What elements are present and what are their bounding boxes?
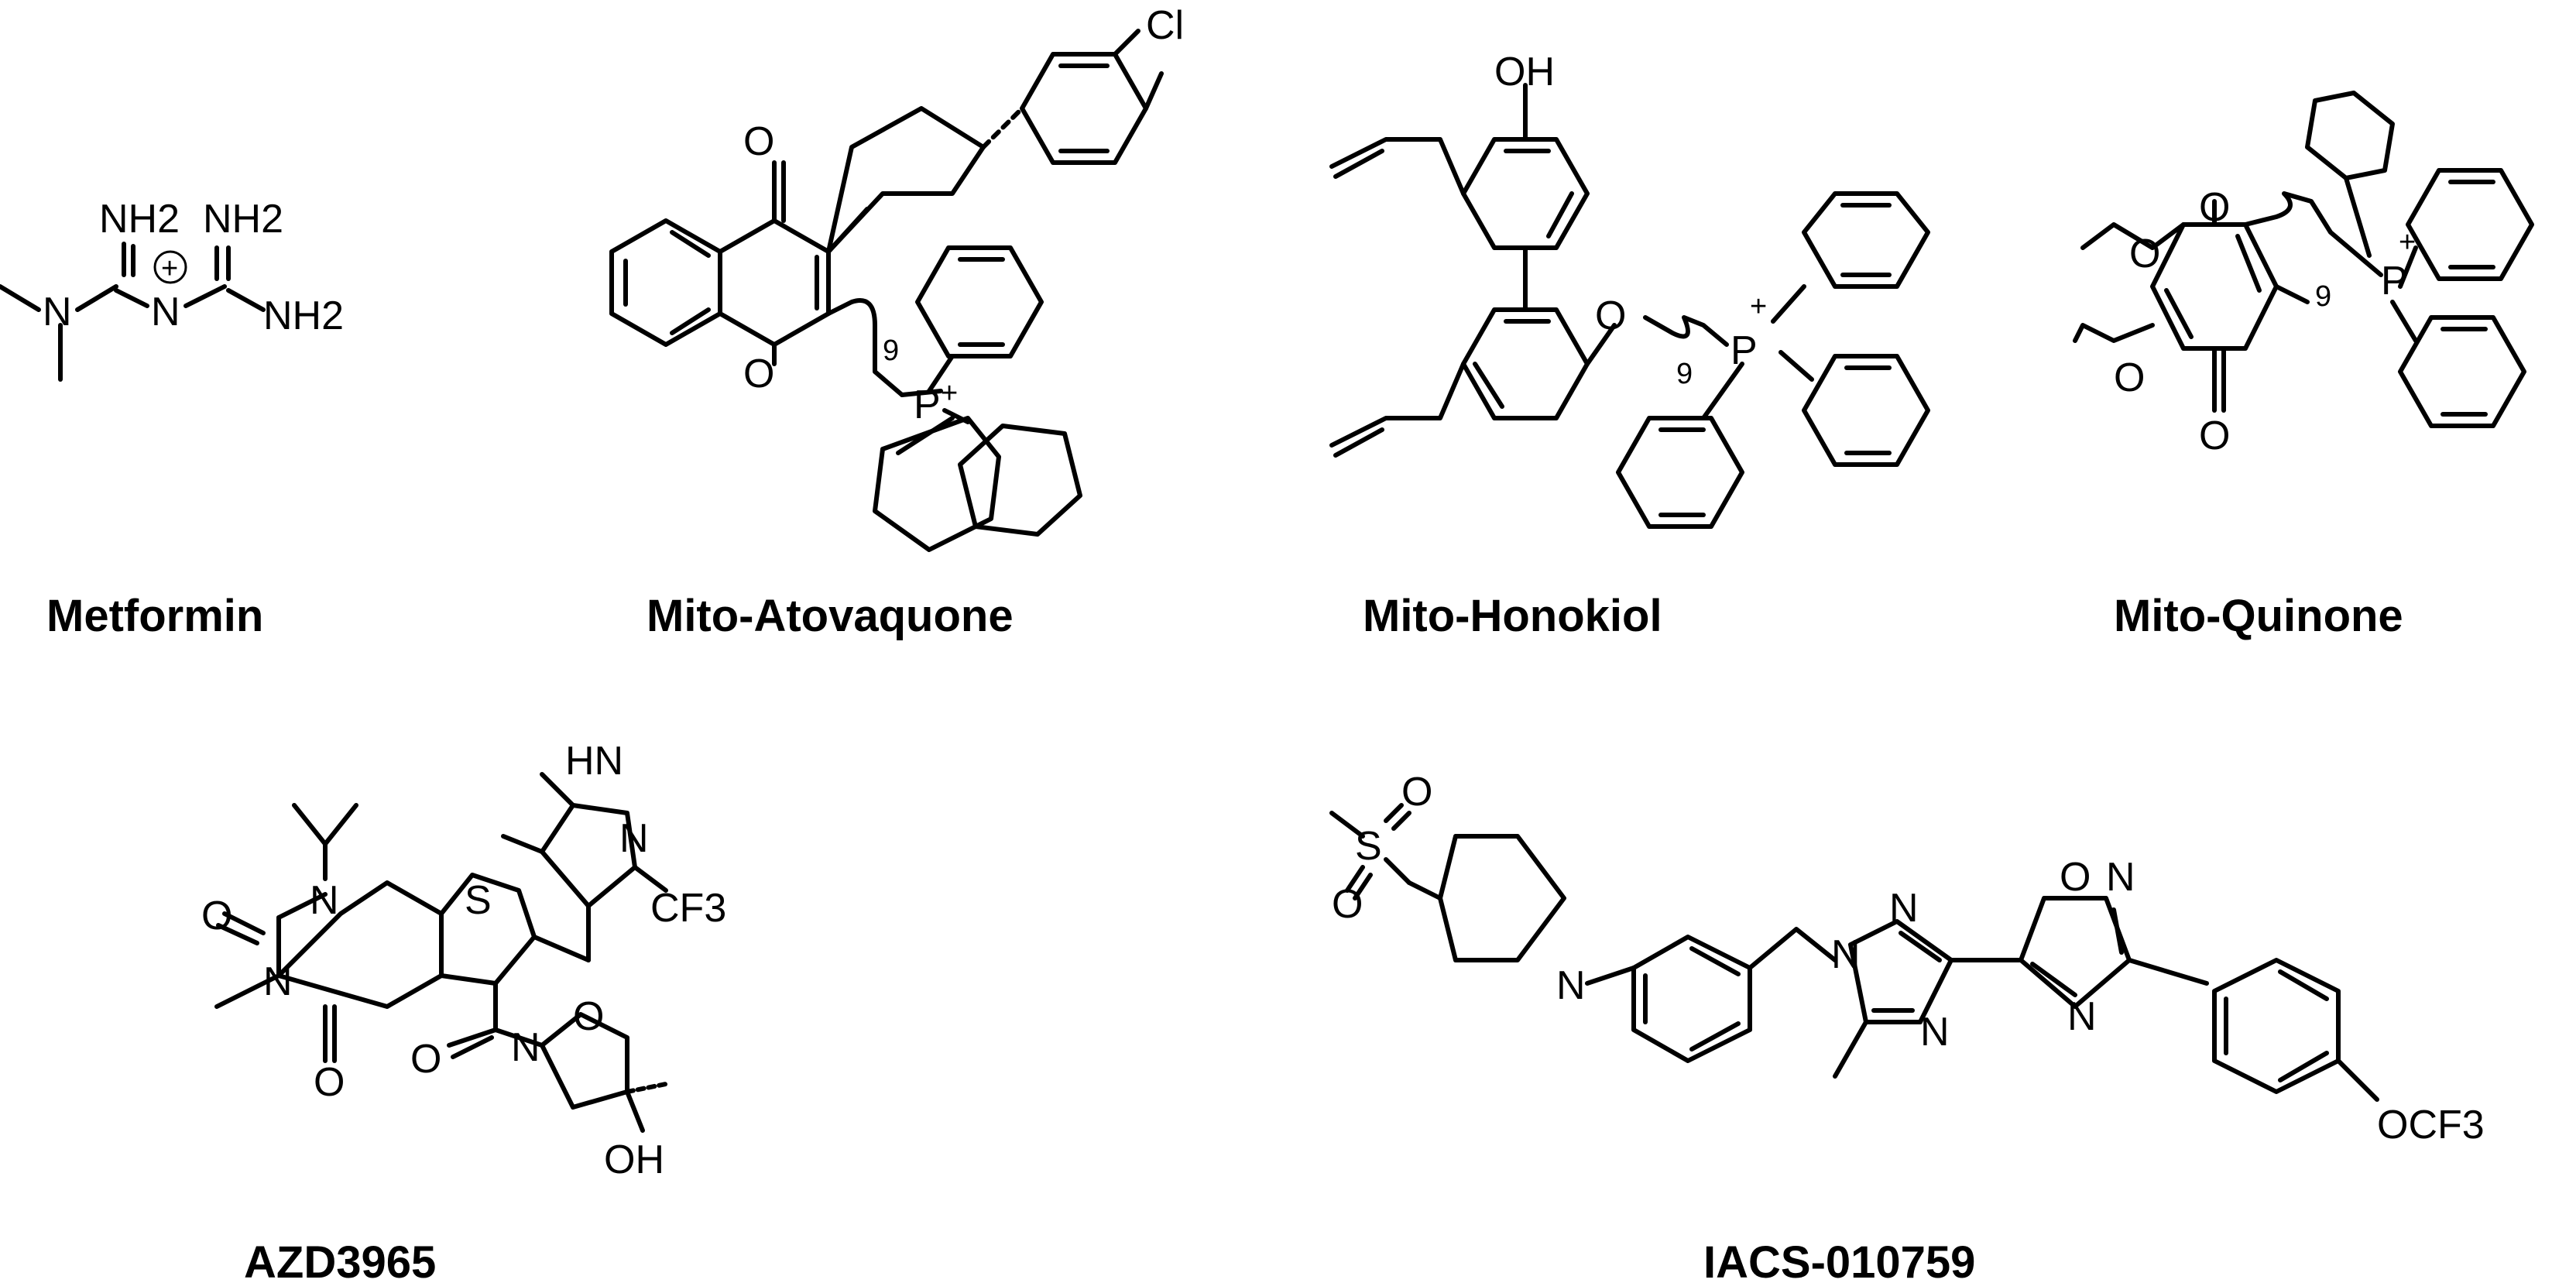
iacs-010759-n-oxadiazole-2: N: [2067, 994, 2097, 1039]
compound-mito-atovaquone: Cl O O 9 P + Mito-Atovaquone: [609, 3, 1184, 641]
mito-atovaquone-o-top: O: [743, 119, 774, 164]
compound-iacs-010759: S O O N N N N O N N OCF3 IACS-010759: [1329, 770, 2485, 1283]
mito-atovaquone-bonds: [609, 29, 1164, 552]
metformin-charge-circle: [153, 250, 187, 284]
compound-metformin: N NH2 NH2 + N NH2 Metformin: [0, 197, 344, 641]
compound-mito-quinone: O O O O 9 P + Mito-Quinone: [2073, 91, 2534, 641]
mito-atovaquone-o-bottom: O: [743, 352, 774, 396]
azd3965-bonds: [214, 772, 668, 1133]
compound-azd3965: HN N CF3 S N N O O O N O OH AZD3965: [201, 739, 726, 1283]
mito-honokiol-bonds: [1329, 83, 1930, 529]
mito-atovaquone-caption: Mito-Atovaquone: [647, 591, 1014, 641]
mito-honokiol-chain-count: 9: [1676, 358, 1693, 390]
azd3965-o-keto: O: [314, 1060, 345, 1105]
iacs-010759-n-triazole-1: N: [1831, 932, 1861, 977]
azd3965-n-pyrazole: N: [619, 816, 649, 861]
mito-quinone-o-bottom: O: [2199, 413, 2230, 458]
iacs-010759-n-triazole-2: N: [1889, 886, 1919, 931]
azd3965-hn: HN: [565, 739, 623, 784]
mito-quinone-ome-top: O: [2129, 232, 2160, 276]
iacs-010759-n-triazole-3: N: [1920, 1010, 1950, 1055]
metformin-n-center: N: [151, 290, 180, 334]
metformin-nh2-a: NH2: [99, 197, 180, 242]
iacs-010759-o-oxadiazole: O: [2060, 855, 2091, 900]
azd3965-o-isoxazolidine: O: [573, 994, 604, 1039]
metformin-caption: Metformin: [46, 591, 263, 641]
iacs-010759-bonds: [1329, 803, 2379, 1102]
metformin-nh2-c: NH2: [263, 293, 344, 338]
azd3965-n3: N: [263, 959, 293, 1004]
azd3965-oh: OH: [604, 1137, 664, 1182]
azd3965-o-urea: O: [201, 894, 232, 938]
iacs-010759-o1: O: [1401, 770, 1432, 815]
iacs-010759-n-piperidine: N: [1556, 963, 1586, 1008]
iacs-010759-o2: O: [1332, 882, 1363, 927]
mito-quinone-chain-count: 9: [2315, 280, 2331, 313]
mito-quinone-caption: Mito-Quinone: [2114, 591, 2403, 641]
metformin-n-dimethyl: N: [43, 290, 72, 334]
azd3965-n1: N: [310, 878, 339, 923]
metformin-bonds: [0, 242, 266, 382]
metformin-nh2-b: NH2: [203, 197, 283, 242]
azd3965-caption: AZD3965: [244, 1237, 436, 1283]
mito-honokiol-oh: OH: [1494, 50, 1555, 94]
mito-honokiol-o: O: [1595, 293, 1626, 338]
mito-atovaquone-charge: +: [941, 377, 958, 410]
azd3965-cf3: CF3: [650, 886, 726, 931]
azd3965-s: S: [465, 878, 492, 923]
iacs-010759-ocf3: OCF3: [2377, 1103, 2485, 1147]
mito-atovaquone-cl: Cl: [1146, 3, 1184, 48]
mito-quinone-ome-bottom: O: [2114, 355, 2145, 400]
compound-mito-honokiol: OH O 9 P + Mito-Honokiol: [1329, 50, 1930, 641]
metformin-charge: +: [161, 252, 178, 285]
iacs-010759-n-oxadiazole-1: N: [2106, 855, 2135, 900]
mito-quinone-o-top: O: [2199, 185, 2230, 230]
mito-quinone-p: P: [2381, 259, 2408, 304]
azd3965-o-amide: O: [410, 1037, 441, 1082]
iacs-010759-s: S: [1355, 824, 1382, 869]
mito-quinone-bonds: [2073, 91, 2534, 428]
mito-honokiol-charge: +: [1750, 290, 1767, 323]
mito-atovaquone-p: P: [914, 382, 941, 427]
mito-atovaquone-chain-count: 9: [883, 334, 899, 367]
mito-quinone-charge: +: [2399, 226, 2416, 259]
azd3965-n-isoxazolidine: N: [511, 1025, 540, 1070]
mito-honokiol-p: P: [1730, 328, 1758, 373]
mito-honokiol-caption: Mito-Honokiol: [1363, 591, 1662, 641]
iacs-010759-caption: IACS-010759: [1703, 1237, 1975, 1283]
